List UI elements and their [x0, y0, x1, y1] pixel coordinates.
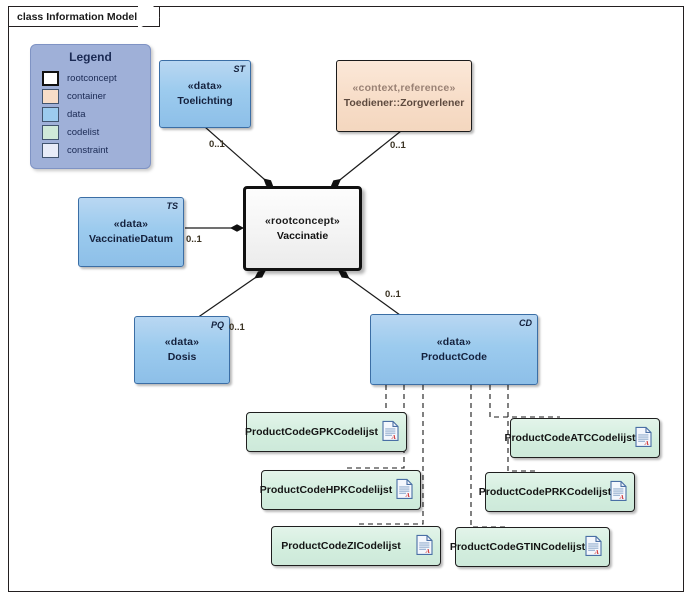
legend-swatch-codelist [42, 124, 59, 140]
svg-text:A: A [619, 494, 625, 501]
multiplicity-dosis: 0..1 [229, 322, 245, 333]
class-node-productcodeatccodelijst[interactable]: ProductCodeATCCodelijst A [504, 418, 660, 458]
class-name-productcodeprkcodelijst: ProductCodePRKCodelijst [478, 485, 612, 498]
class-stereotype-toediener: «context,reference» [352, 82, 456, 94]
class-node-toediener-zorgverlener[interactable]: «context,reference» Toediener::Zorgverle… [336, 60, 472, 132]
class-node-vaccinatiedatum[interactable]: TS «data» VaccinatieDatum [78, 197, 184, 267]
multiplicity-productcode: 0..1 [385, 289, 401, 300]
document-icon: A [416, 534, 433, 555]
legend-label-codelist: codelist [67, 126, 100, 138]
document-icon: A [585, 535, 602, 556]
legend-label-constraint: constraint [67, 144, 109, 156]
class-name-productcode: ProductCode [421, 350, 487, 363]
class-tag-dosis: PQ [210, 320, 224, 330]
legend-item-constraint: constraint [31, 141, 150, 159]
class-node-productcodeprkcodelijst[interactable]: ProductCodePRKCodelijst A [479, 472, 635, 512]
diagram-frame-tab-label: class Information Model [17, 11, 138, 23]
class-node-productcode[interactable]: CD «data» ProductCode [370, 314, 538, 385]
legend-label-container: container [67, 90, 107, 102]
class-node-productcodegpkcodelijst[interactable]: ProductCodeGPKCodelijst A [245, 412, 407, 452]
multiplicity-vaccinatiedatum: 0..1 [186, 234, 202, 245]
class-tag-toelichting: ST [233, 64, 245, 74]
diagram-frame-tab: class Information Model [8, 6, 161, 28]
legend-item-container: container [31, 87, 150, 105]
legend-item-data: data [31, 105, 150, 123]
class-tag-vaccinatiedatum: TS [166, 201, 178, 211]
tab-corner-slash [138, 6, 160, 28]
class-stereotype-vaccinatie: «rootconcept» [265, 214, 340, 227]
svg-text:A: A [594, 549, 600, 556]
class-node-toelichting[interactable]: ST «data» Toelichting [159, 60, 251, 128]
class-name-dosis: Dosis [167, 351, 197, 363]
document-icon: A [396, 478, 413, 499]
class-tag-productcode: CD [519, 318, 532, 328]
document-icon: A [635, 426, 652, 447]
class-name-productcodegpkcodelijst: ProductCodeGPKCodelijst [245, 425, 379, 438]
class-name-toelichting: Toelichting [177, 95, 233, 107]
svg-text:A: A [405, 492, 411, 499]
class-name-toediener: Toediener::Zorgverlener [343, 97, 465, 109]
legend-item-rootconcept: rootconcept [31, 69, 150, 87]
legend-swatch-container [42, 88, 59, 104]
class-node-dosis[interactable]: PQ «data» Dosis [134, 316, 230, 384]
svg-text:A: A [644, 440, 650, 447]
class-name-productcodezicodelijst: ProductCodeZICodelijst [281, 539, 401, 552]
class-node-productcodegtincodelijst[interactable]: ProductCodeGTINCodelijst A [450, 527, 610, 567]
document-icon: A [382, 420, 399, 441]
legend-title: Legend [69, 50, 112, 64]
class-stereotype-toelichting: «data» [187, 80, 223, 92]
multiplicity-toediener: 0..1 [390, 140, 406, 151]
class-name-vaccinatiedatum: VaccinatieDatum [88, 233, 174, 245]
class-name-productcodehpkcodelijst: ProductCodeHPKCodelijst [259, 483, 393, 496]
svg-text:A: A [391, 434, 397, 441]
document-icon: A [610, 480, 627, 501]
class-node-productcodehpkcodelijst[interactable]: ProductCodeHPKCodelijst A [259, 470, 421, 510]
class-name-vaccinatie: Vaccinatie [276, 229, 329, 242]
legend-swatch-rootconcept [42, 70, 59, 86]
legend-swatch-data [42, 106, 59, 122]
multiplicity-toelichting: 0..1 [209, 139, 225, 150]
legend-label-rootconcept: rootconcept [67, 72, 117, 84]
class-stereotype-productcode: «data» [436, 335, 472, 348]
class-name-productcodeatccodelijst: ProductCodeATCCodelijst [504, 431, 636, 444]
svg-text:A: A [425, 548, 431, 555]
class-stereotype-dosis: «data» [164, 336, 200, 348]
legend-swatch-constraint [42, 142, 59, 158]
legend-label-data: data [67, 108, 86, 120]
class-node-productcodezicodelijst[interactable]: ProductCodeZICodelijst A [271, 526, 441, 566]
legend-item-codelist: codelist [31, 123, 150, 141]
class-node-vaccinatie[interactable]: «rootconcept» Vaccinatie [243, 186, 362, 271]
legend-panel: Legend rootconcept container data codeli… [30, 44, 151, 169]
class-name-productcodegtincodelijst: ProductCodeGTINCodelijst [449, 540, 586, 553]
class-stereotype-vaccinatiedatum: «data» [113, 218, 149, 230]
